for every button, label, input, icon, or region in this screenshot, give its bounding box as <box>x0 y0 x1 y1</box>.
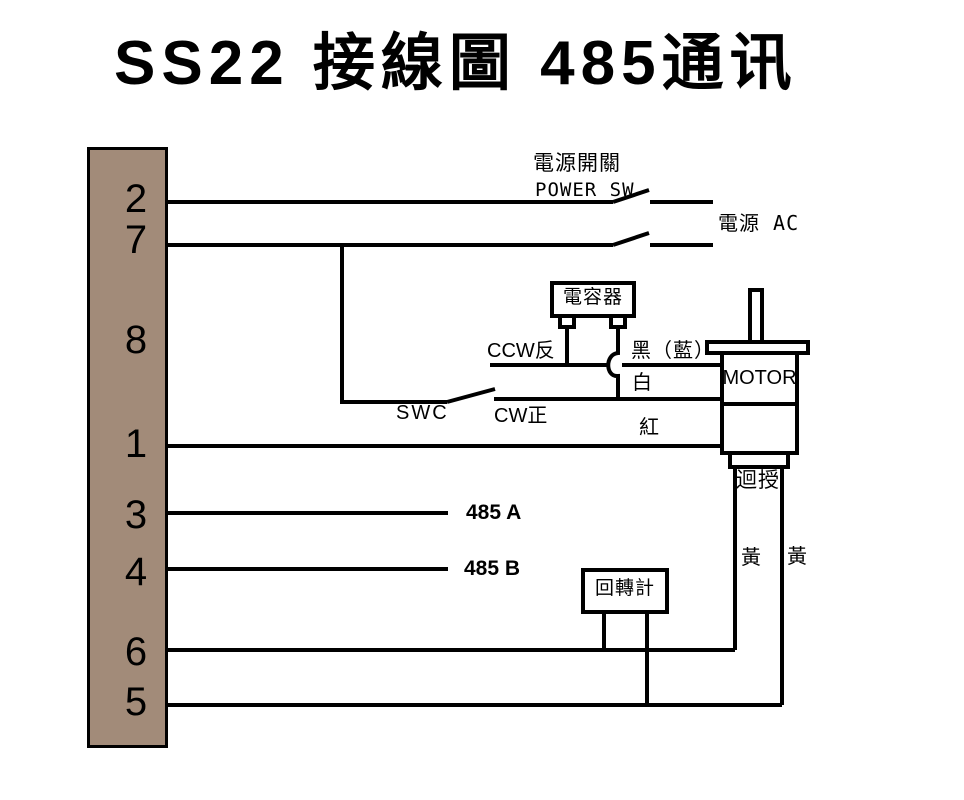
feedback-label: 迴授 <box>736 468 780 492</box>
swc-label: SWC <box>396 402 449 424</box>
pin-label-4: 4 <box>124 550 148 594</box>
motor-step <box>728 451 790 469</box>
motor-shaft <box>748 288 764 346</box>
capacitor-terminal-left <box>558 314 576 329</box>
swc-tap-wire <box>340 245 447 404</box>
capacitor-box <box>550 281 636 318</box>
ccw-label: CCW反 <box>487 340 555 362</box>
power-switch-label-zh: 電源開關 <box>533 151 621 175</box>
tachometer-box <box>581 568 669 614</box>
page-title: SS22 接線圖 485通讯 <box>114 29 798 98</box>
power-switch-blade-bottom <box>612 231 650 247</box>
cw-label: CW正 <box>494 405 548 427</box>
pin-label-6: 6 <box>124 630 148 674</box>
motor-label: MOTOR <box>722 367 797 389</box>
pin-label-5: 5 <box>124 680 148 724</box>
swc-blade <box>446 387 496 404</box>
controller-connector-block <box>87 147 168 748</box>
pin-label-7: 7 <box>124 218 148 262</box>
rs485-b-label: 485 B <box>464 557 521 580</box>
yellow-wire-label-right: 黃 <box>787 544 808 568</box>
white-wire-label: 白 <box>632 370 653 394</box>
pin-label-3: 3 <box>124 493 148 537</box>
pin-label-2: 2 <box>124 177 148 221</box>
ac-power-label: 電源 AC <box>718 211 800 235</box>
black-blue-wire-label: 黑（藍） <box>631 338 715 362</box>
tachometer-label: 回轉計 <box>594 577 655 599</box>
pin-label-1: 1 <box>124 422 148 466</box>
power-switch-blade-top <box>612 188 650 204</box>
pin-label-8: 8 <box>124 318 148 362</box>
power-switch-label-en: POWER SW <box>535 179 635 201</box>
capacitor-wire-right-hop <box>606 325 620 399</box>
red-wire-label: 紅 <box>639 415 660 439</box>
yellow-wire-label-left: 黃 <box>741 545 762 569</box>
rs485-a-label: 485 A <box>466 501 522 524</box>
capacitor-terminal-right <box>609 314 627 329</box>
capacitor-label: 電容器 <box>562 286 623 308</box>
